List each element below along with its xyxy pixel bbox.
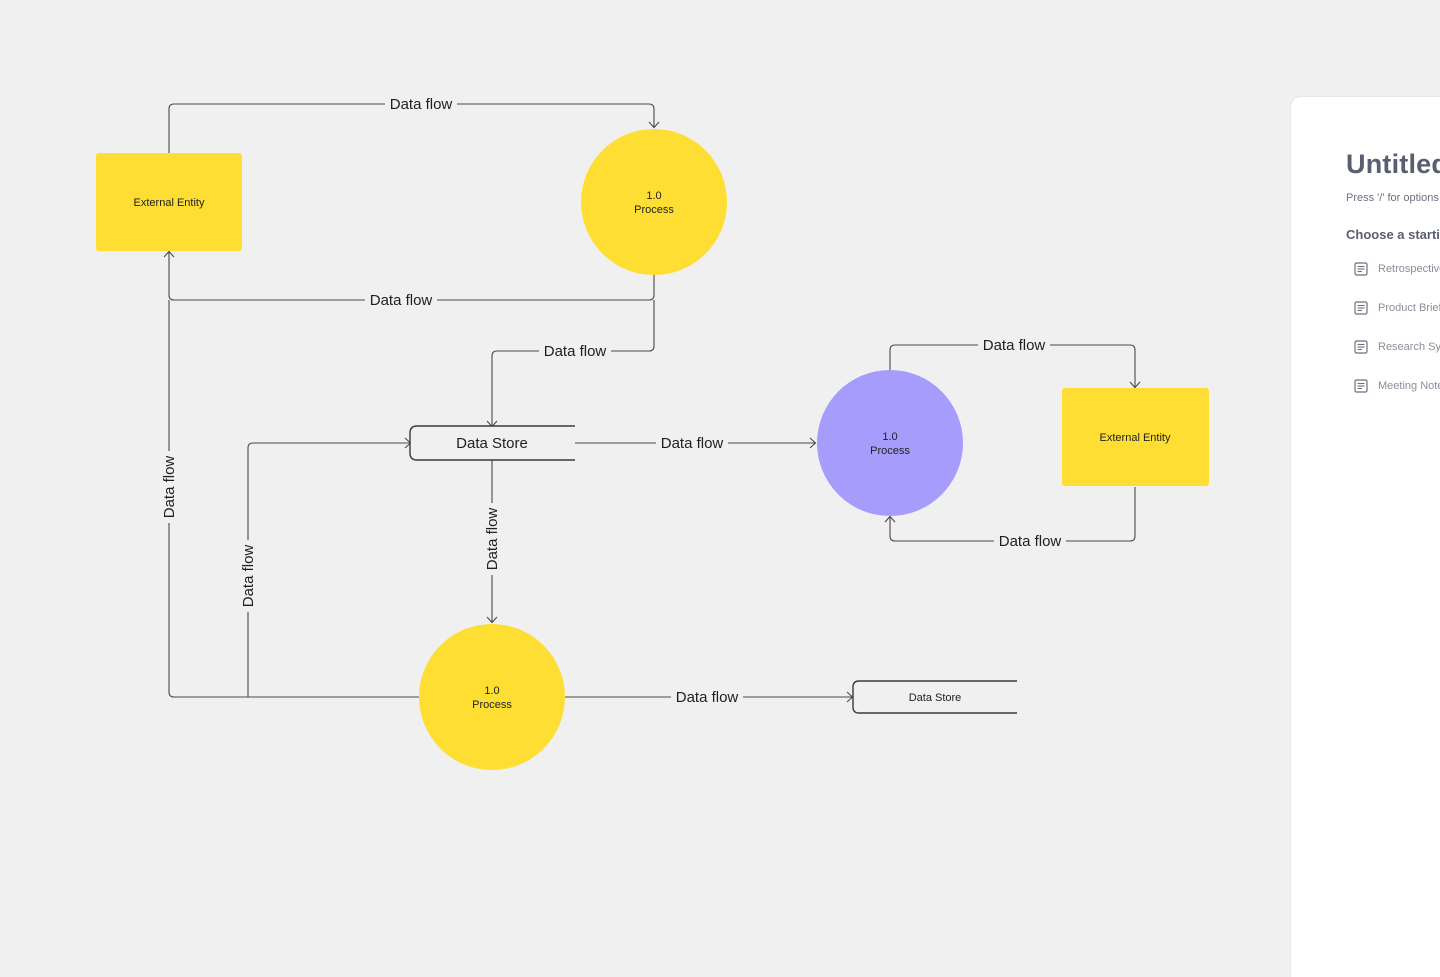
template-label: Meeting Notes — [1378, 380, 1440, 392]
flow-label-store-down-text: Data flow — [484, 508, 501, 571]
template-label: Research Synthesis — [1378, 341, 1440, 353]
flow-label-inner-vertical: Data flow — [238, 540, 258, 612]
flow-label-return: Data flow — [365, 290, 437, 310]
process-3-number: 1.0 — [484, 685, 499, 697]
data-store-1-label: Data Store — [456, 435, 528, 452]
document-icon — [1354, 379, 1368, 393]
process-node-accent[interactable]: 1.0 Process — [817, 370, 963, 516]
arrowhead-icon — [1129, 381, 1141, 389]
flow-process-to-datastore[interactable] — [486, 300, 655, 428]
flow-label-bottom-right: Data flow — [671, 687, 743, 707]
arrowhead-icon — [486, 616, 498, 624]
flow-process3-to-datastore[interactable] — [247, 437, 412, 697]
process-1-label: Process — [634, 204, 674, 216]
flow-label-inner-vertical-text: Data flow — [240, 545, 257, 608]
process-3-label: Process — [472, 699, 512, 711]
process-1-number: 1.0 — [646, 190, 661, 202]
document-icon — [1354, 262, 1368, 276]
flow-label-store-right: Data flow — [656, 433, 728, 453]
flow-label-return-text: Data flow — [370, 292, 433, 309]
template-item-research-synthesis[interactable]: Research Synthesis — [1354, 339, 1440, 355]
flow-label-to-store: Data flow — [539, 341, 611, 361]
arrowhead-icon — [884, 515, 896, 523]
external-entity-2[interactable]: External Entity — [1062, 388, 1209, 486]
data-store-2-label: Data Store — [909, 692, 962, 704]
external-entity-2-label: External Entity — [1100, 432, 1171, 444]
process-node-3[interactable]: 1.0 Process — [419, 624, 565, 770]
flow-process3-to-entity[interactable] — [168, 300, 420, 698]
options-hint: Press '/' for options — [1346, 192, 1439, 204]
flow-label-store-right-text: Data flow — [661, 435, 724, 452]
process-accent-label: Process — [870, 445, 910, 457]
template-item-product-brief[interactable]: Product Brief — [1354, 300, 1440, 316]
flow-label-top-text: Data flow — [390, 96, 453, 113]
flow-label-left-vertical: Data flow — [159, 451, 179, 523]
flow-label-bottom-right-text: Data flow — [676, 689, 739, 706]
external-entity-1-label: External Entity — [134, 197, 205, 209]
process-accent-number: 1.0 — [882, 431, 897, 443]
flow-label-purple-bottom: Data flow — [994, 531, 1066, 551]
arrowhead-icon — [809, 437, 817, 449]
template-label: Retrospective — [1378, 263, 1440, 275]
external-entity-1[interactable]: External Entity — [96, 153, 242, 251]
flow-label-purple-top-text: Data flow — [983, 337, 1046, 354]
arrowhead-icon — [163, 250, 175, 258]
flow-label-to-store-text: Data flow — [544, 343, 607, 360]
flow-label-left-vertical-text: Data flow — [161, 456, 178, 519]
flow-label-purple-top: Data flow — [978, 335, 1050, 355]
arrowhead-icon — [648, 121, 660, 129]
template-item-meeting-notes[interactable]: Meeting Notes — [1354, 378, 1440, 394]
data-store-2[interactable]: Data Store — [852, 680, 1017, 714]
choose-template-heading: Choose a starting — [1346, 227, 1440, 242]
flow-label-top: Data flow — [385, 94, 457, 114]
data-store-1[interactable]: Data Store — [409, 425, 575, 461]
template-label: Product Brief — [1378, 302, 1440, 314]
template-item-retrospective[interactable]: Retrospective — [1354, 261, 1440, 277]
flow-label-store-down: Data flow — [482, 503, 502, 575]
document-title[interactable]: Untitled — [1346, 149, 1440, 179]
flow-label-purple-bottom-text: Data flow — [999, 533, 1062, 550]
document-icon — [1354, 301, 1368, 315]
side-panel: Untitled Press '/' for options Choose a … — [1291, 97, 1440, 977]
document-icon — [1354, 340, 1368, 354]
process-node-1[interactable]: 1.0 Process — [581, 129, 727, 275]
